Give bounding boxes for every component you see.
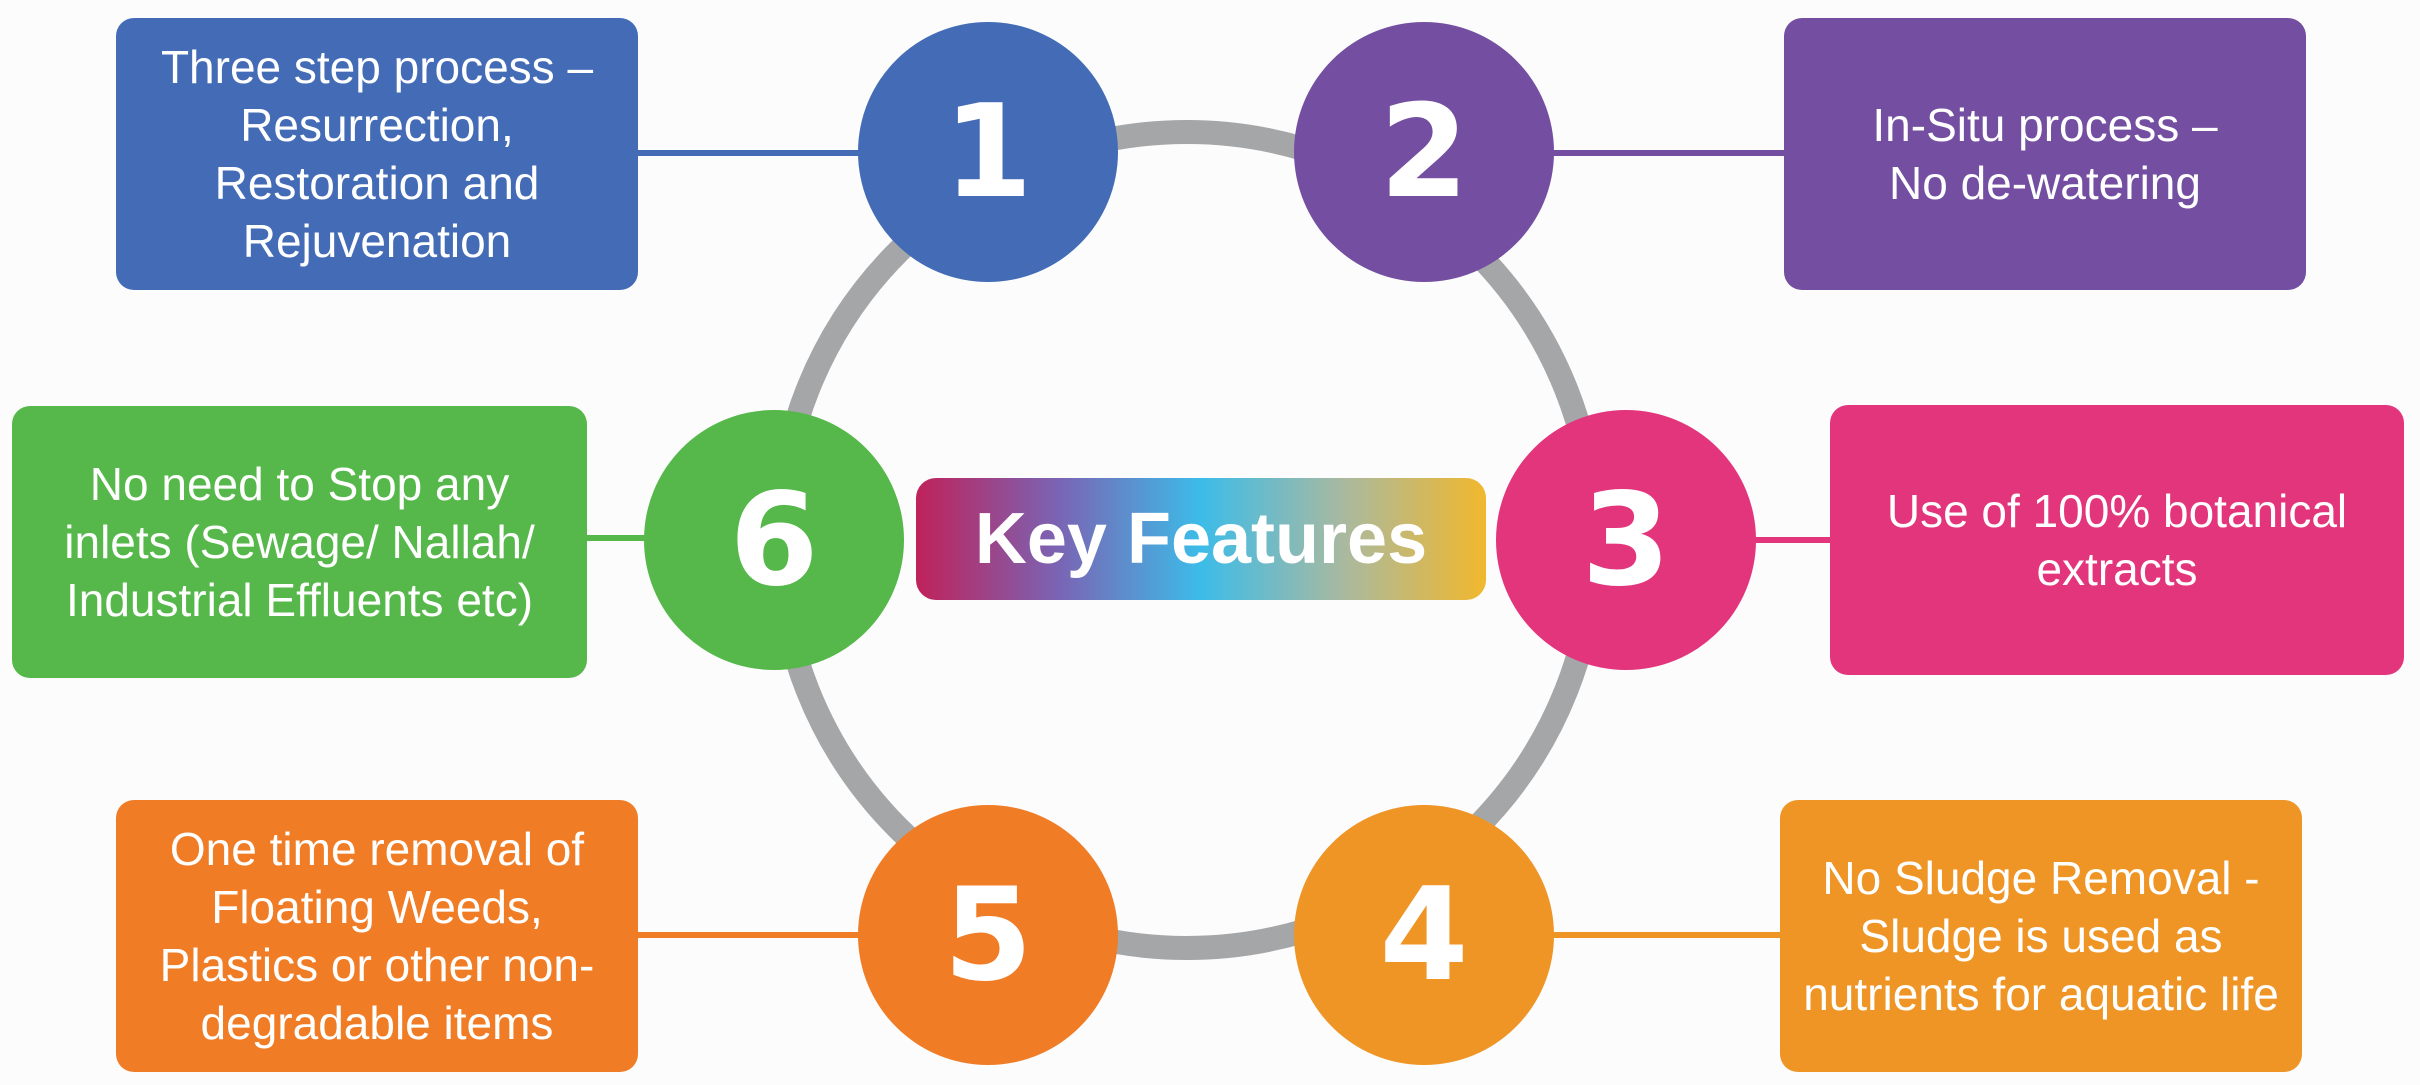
feature-text-5: One time removal of Floating Weeds, Plas… xyxy=(159,823,595,1049)
feature-text-4: No Sludge Removal - Sludge is used as nu… xyxy=(1803,852,2279,1020)
number-circle-3: 3 xyxy=(1496,410,1756,670)
number-circle-4: 4 xyxy=(1294,805,1554,1065)
number-label-3: 3 xyxy=(1581,465,1671,615)
feature-box-5: One time removal of Floating Weeds, Plas… xyxy=(116,800,638,1072)
feature-box-2: In-Situ process – No de-watering xyxy=(1784,18,2306,290)
number-label-4: 4 xyxy=(1379,860,1469,1010)
feature-box-4: No Sludge Removal - Sludge is used as nu… xyxy=(1780,800,2302,1072)
number-label-5: 5 xyxy=(943,860,1033,1010)
number-circle-2: 2 xyxy=(1294,22,1554,282)
number-label-1: 1 xyxy=(943,77,1033,227)
feature-text-1: Three step process – Resurrection, Resto… xyxy=(160,41,594,267)
key-features-title-text: Key Features xyxy=(974,499,1428,579)
number-label-6: 6 xyxy=(729,465,819,615)
feature-box-6: No need to Stop any inlets (Sewage/ Nall… xyxy=(12,406,587,678)
feature-text-2: In-Situ process – No de-watering xyxy=(1872,99,2218,209)
feature-box-3: Use of 100% botanical extracts xyxy=(1830,405,2404,675)
number-circle-6: 6 xyxy=(644,410,904,670)
number-circle-5: 5 xyxy=(858,805,1118,1065)
feature-text-3: Use of 100% botanical extracts xyxy=(1886,485,2348,595)
feature-box-1: Three step process – Resurrection, Resto… xyxy=(116,18,638,290)
key-features-title: Key Features xyxy=(916,478,1486,600)
number-circle-1: 1 xyxy=(858,22,1118,282)
number-label-2: 2 xyxy=(1379,77,1469,227)
feature-text-6: No need to Stop any inlets (Sewage/ Nall… xyxy=(64,458,535,626)
